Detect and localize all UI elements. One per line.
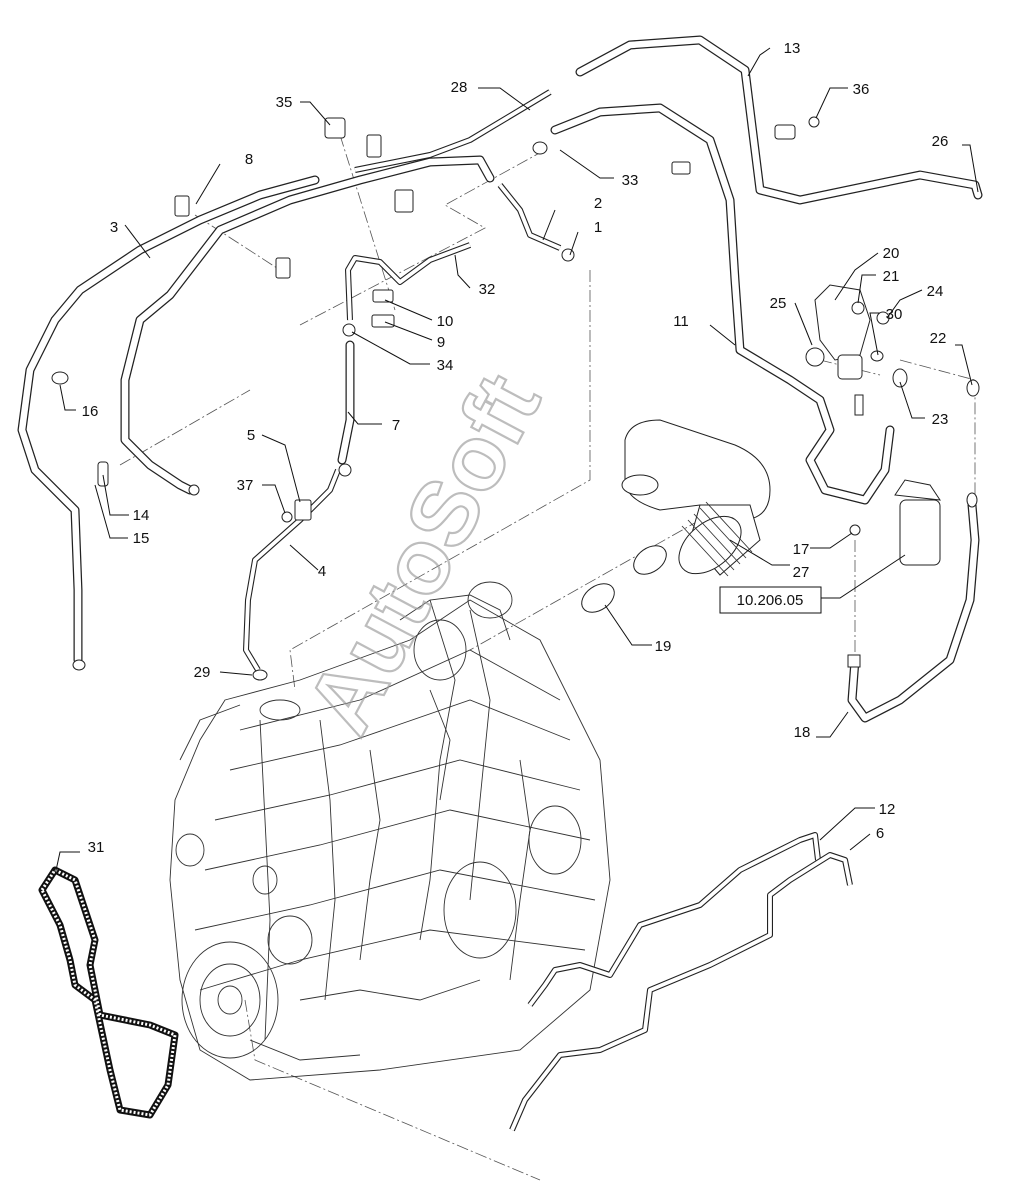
callout-28[interactable]: 28 bbox=[451, 79, 468, 96]
callout-27[interactable]: 27 bbox=[793, 564, 810, 581]
callout-31[interactable]: 31 bbox=[88, 839, 105, 856]
callout-35[interactable]: 35 bbox=[276, 94, 293, 111]
watermark-text: AutoSoft bbox=[288, 359, 560, 750]
callout-23[interactable]: 23 bbox=[932, 411, 949, 428]
callout-24[interactable]: 24 bbox=[927, 283, 944, 300]
callout-37[interactable]: 37 bbox=[237, 477, 254, 494]
callout-6[interactable]: 6 bbox=[876, 825, 884, 842]
callout-4[interactable]: 4 bbox=[318, 563, 326, 580]
callout-5[interactable]: 5 bbox=[247, 427, 255, 444]
callout-3[interactable]: 3 bbox=[110, 219, 118, 236]
fuel-lines bbox=[17, 35, 983, 1132]
callout-11[interactable]: 11 bbox=[673, 313, 689, 330]
engine-block bbox=[169, 581, 611, 1081]
bellows-coupling bbox=[681, 501, 753, 577]
callout-26[interactable]: 26 bbox=[932, 133, 949, 150]
callout-10[interactable]: 10 bbox=[437, 313, 454, 330]
callout-20[interactable]: 20 bbox=[883, 245, 900, 262]
callout-labels: 1 2 3 4 5 6 7 8 9 10 11 12 13 14 15 16 1… bbox=[82, 40, 949, 856]
callout-18[interactable]: 18 bbox=[794, 724, 811, 741]
callout-34[interactable]: 34 bbox=[437, 357, 454, 374]
reference-box[interactable]: 10.206.05 bbox=[719, 586, 822, 614]
callout-19[interactable]: 19 bbox=[655, 638, 672, 655]
callout-33[interactable]: 33 bbox=[622, 172, 639, 189]
reference-label: 10.206.05 bbox=[737, 592, 804, 609]
callout-9[interactable]: 9 bbox=[437, 334, 445, 351]
callout-14[interactable]: 14 bbox=[133, 507, 150, 524]
callout-36[interactable]: 36 bbox=[853, 81, 870, 98]
callout-29[interactable]: 29 bbox=[194, 664, 211, 681]
callout-21[interactable]: 21 bbox=[883, 268, 900, 285]
small-hardware bbox=[51, 116, 908, 681]
callout-12[interactable]: 12 bbox=[879, 801, 896, 818]
drive-belt bbox=[38, 866, 179, 1119]
callout-8[interactable]: 8 bbox=[245, 151, 253, 168]
callout-22[interactable]: 22 bbox=[930, 330, 947, 347]
callout-32[interactable]: 32 bbox=[479, 281, 496, 298]
callout-15[interactable]: 15 bbox=[133, 530, 150, 547]
callout-16[interactable]: 16 bbox=[82, 403, 99, 420]
callout-30[interactable]: 30 bbox=[886, 306, 903, 323]
callout-1[interactable]: 1 bbox=[594, 219, 602, 236]
callout-17[interactable]: 17 bbox=[793, 541, 810, 558]
callout-7[interactable]: 7 bbox=[392, 417, 400, 434]
callout-leaders bbox=[54, 47, 979, 876]
fuel-filter-assemblies bbox=[805, 284, 980, 668]
air-intake-parts bbox=[581, 419, 771, 613]
callout-13[interactable]: 13 bbox=[784, 40, 801, 57]
callout-25[interactable]: 25 bbox=[770, 295, 787, 312]
callout-2[interactable]: 2 bbox=[594, 195, 602, 212]
